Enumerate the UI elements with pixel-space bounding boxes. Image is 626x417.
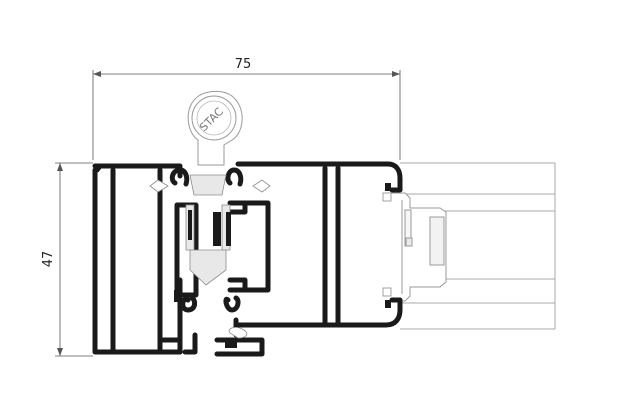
height-dimension-label: 47 [41,251,56,268]
height-dimension [55,162,93,357]
width-dimension-label: 75 [235,57,252,72]
gaskets [149,179,392,339]
glazing-lines [400,162,556,330]
thermal-break-strips [185,174,231,286]
outer-frame-profile [92,161,403,357]
width-dimension [92,70,401,160]
glazing-bead [387,192,447,302]
logo-badge: STAC [187,90,243,166]
profile-details [174,183,391,348]
